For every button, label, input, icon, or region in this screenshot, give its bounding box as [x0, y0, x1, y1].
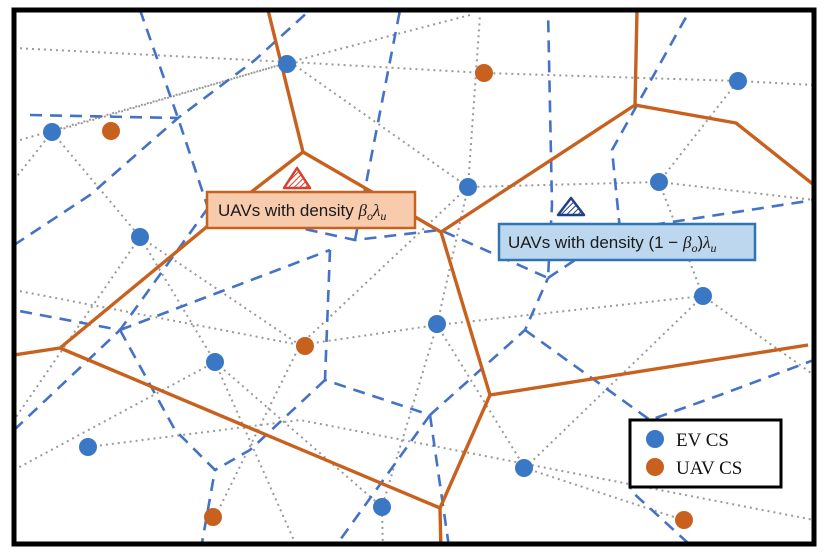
ev-cs-point	[79, 438, 97, 456]
uav-cs-point	[296, 337, 314, 355]
callout-right-paren-close: )	[697, 233, 703, 252]
svg-text:UAVs with density (1 − βo)λu: UAVs with density (1 − βo)λu	[508, 233, 716, 255]
ev-cs-point	[206, 353, 224, 371]
orange-dot-icon	[646, 458, 664, 476]
callout-left-prefix: UAVs with density	[218, 201, 358, 220]
ev-cs-point	[373, 498, 391, 516]
ev-cs-point	[515, 459, 533, 477]
callout-left-beta-sub: o	[367, 209, 373, 223]
legend-label-ev: EV CS	[676, 430, 729, 451]
callout-right-beta: β	[682, 233, 692, 252]
ev-cs-point	[278, 55, 296, 73]
delaunay-lines	[14, 14, 814, 544]
legend-label-uav: UAV CS	[676, 458, 742, 479]
ev-cs-point	[428, 315, 446, 333]
callout-left-lambda-sub: u	[380, 209, 386, 223]
ev-cs-point	[43, 123, 61, 141]
uav-cs-point	[102, 122, 120, 140]
callout-right-lambda: λ	[702, 233, 710, 252]
frame-border	[11, 7, 817, 547]
uav-cs-point	[475, 64, 493, 82]
callout-right-prefix: UAVs with density	[508, 233, 648, 252]
svg-text:UAVs with density βoλu: UAVs with density βoλu	[218, 201, 386, 223]
callout-right-paren-open: (1 −	[648, 233, 683, 252]
callout-right-beta-sub: o	[691, 241, 697, 255]
ev-cs-point	[131, 228, 149, 246]
legend: EV CS UAV CS	[628, 418, 783, 489]
ev-cs-point	[694, 287, 712, 305]
callout-left: UAVs with density βoλu	[205, 190, 417, 230]
blue-dot-icon	[646, 430, 664, 448]
callout-left-beta: β	[357, 201, 367, 220]
hatched-triangle-icon	[282, 166, 312, 190]
ev-cs-points	[43, 55, 747, 516]
ev-cs-point	[729, 72, 747, 90]
ev-cs-point	[459, 178, 477, 196]
hatched-triangle-icon	[556, 196, 586, 217]
callout-left-lambda: λ	[372, 201, 380, 220]
ev-cs-point	[650, 173, 668, 191]
uav-cs-points	[102, 64, 693, 529]
uav-cs-point	[204, 508, 222, 526]
callout-right-lambda-sub: u	[710, 241, 716, 255]
callout-right: UAVs with density (1 − βo)λu	[497, 222, 757, 262]
uav-cs-point	[675, 511, 693, 529]
